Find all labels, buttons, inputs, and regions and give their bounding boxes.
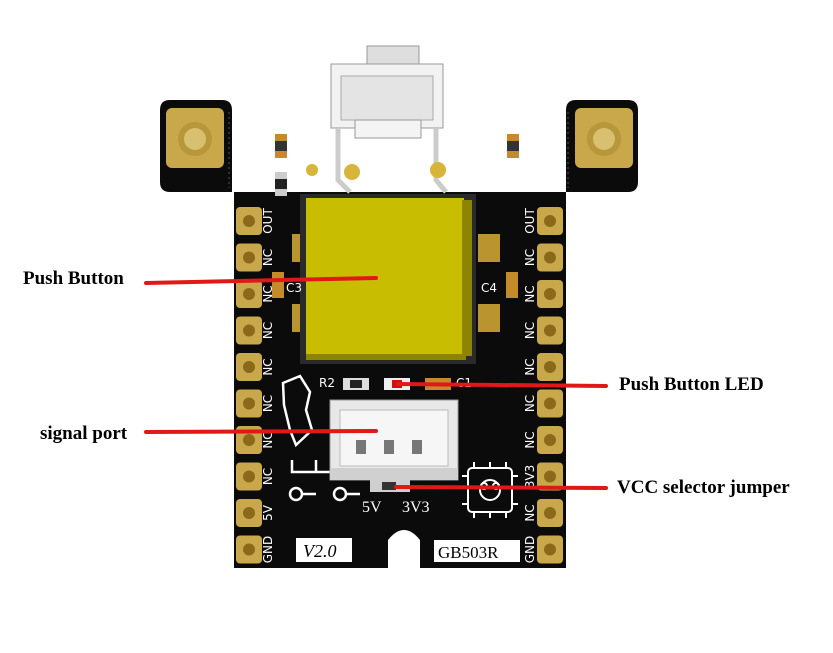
pin-hole <box>243 288 255 300</box>
pin-hole <box>243 507 255 519</box>
callout-signal-port: signal port <box>40 423 128 444</box>
jumper-label-5v: 5V <box>362 499 382 516</box>
left-pin-label: NC <box>261 285 275 302</box>
pin-hole <box>544 470 556 483</box>
label-r1: R1 <box>292 179 308 193</box>
capacitor-c4 <box>506 272 518 298</box>
callout-line-led <box>396 382 608 388</box>
right-pin-label: OUT <box>523 208 537 234</box>
right-pin-label: 3V3 <box>523 465 537 488</box>
label-c5: C5 <box>506 116 522 130</box>
right-pin-label: NC <box>523 249 537 266</box>
right-pin-label: NC <box>523 285 537 302</box>
left-pin-label: NC <box>261 395 275 412</box>
top-cable-connector <box>330 45 448 194</box>
pin-hole <box>544 434 556 446</box>
pin-hole <box>243 361 255 373</box>
pin-hole <box>243 251 255 264</box>
left-pin-label: NC <box>261 468 275 485</box>
signal-port-connector <box>329 399 459 481</box>
pin-hole <box>243 470 255 483</box>
pin-hole <box>544 507 556 519</box>
model-label: GB503R <box>438 543 499 562</box>
capacitor-c2 <box>275 134 287 158</box>
label-c2: C2 <box>292 141 308 155</box>
right-pin-label: NC <box>523 322 537 339</box>
pin-hole <box>243 215 255 227</box>
left-pin-header: OUT NC NC NC NC NC NC NC 5V GND <box>236 207 275 564</box>
left-pin-label: OUT <box>261 208 275 234</box>
pin-hole <box>544 251 556 264</box>
jumper-label-3v3: 3V3 <box>402 499 430 516</box>
push-button-component <box>300 194 476 364</box>
right-pin-label: NC <box>523 358 537 375</box>
brand-logo <box>462 462 518 518</box>
left-pin-label: 5V <box>261 504 275 521</box>
left-pin-label: GND <box>261 536 275 564</box>
capacitor-c5 <box>507 134 519 158</box>
right-pin-label: NC <box>523 504 537 521</box>
pin-hole <box>243 543 255 556</box>
callout-line-signal-port <box>144 429 378 434</box>
left-pin-label: NC <box>261 358 275 375</box>
callout-line-vcc <box>394 485 608 490</box>
pin-hole <box>544 288 556 300</box>
capacitor-c3 <box>272 272 284 298</box>
callout-push-button-led: Push Button LED <box>619 374 764 395</box>
label-c4: C4 <box>481 281 497 295</box>
right-pin-label: GND <box>523 536 537 564</box>
resistor-r1 <box>275 172 287 196</box>
label-c3: C3 <box>286 281 302 295</box>
mounting-hole-right <box>575 108 633 168</box>
pin-hole <box>243 324 255 337</box>
callout-line-push-button <box>144 276 378 285</box>
pin-hole <box>544 324 556 337</box>
mounting-hole-left <box>166 108 224 168</box>
version-label: V2.0 <box>303 541 337 561</box>
pin-hole <box>544 361 556 373</box>
right-pin-label: NC <box>523 431 537 448</box>
callout-push-button: Push Button <box>23 268 124 289</box>
left-pin-label: NC <box>261 249 275 266</box>
label-r2: R2 <box>319 376 335 390</box>
right-pin-label: NC <box>523 395 537 412</box>
callout-vcc-selector: VCC selector jumper <box>617 477 790 498</box>
callout-lines <box>144 276 608 490</box>
left-pin-label: NC <box>261 431 275 448</box>
pin-hole <box>243 397 255 410</box>
left-pin-label: NC <box>261 322 275 339</box>
pin-hole <box>544 543 556 556</box>
pin-hole <box>544 215 556 227</box>
pin-hole <box>544 397 556 410</box>
pin-hole <box>243 434 255 446</box>
